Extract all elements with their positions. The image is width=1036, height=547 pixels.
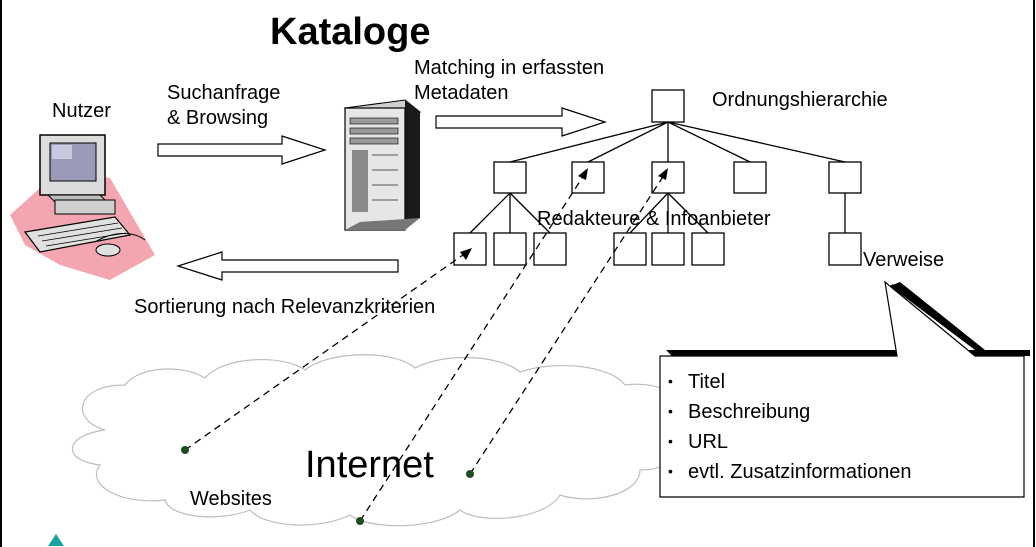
callout-item-titel: Titel	[668, 367, 911, 397]
leaf-node	[613, 232, 647, 266]
matching-label-line1: Matching in erfassten	[414, 57, 605, 79]
leaf-node	[651, 232, 685, 266]
query-label-line2: & Browsing	[167, 107, 269, 129]
query-label-line1: Suchanfrage	[167, 82, 281, 104]
hierarchy-label: Ordnungshierarchie	[712, 89, 888, 111]
arrow-results-to-user	[176, 251, 399, 281]
website-dot	[181, 446, 189, 454]
website-dot	[356, 517, 364, 525]
website-links	[184, 171, 667, 522]
page-title: Kataloge	[270, 11, 431, 53]
callout-list: Titel Beschreibung URL evtl. Zusatzinfor…	[668, 367, 911, 487]
link-arrowheads	[460, 168, 668, 260]
node	[733, 161, 767, 194]
leaf-node	[493, 232, 527, 266]
leaf-node	[691, 232, 725, 266]
callout-item-beschreibung: Beschreibung	[668, 397, 911, 427]
node	[828, 161, 862, 194]
internet-label: Internet	[305, 444, 434, 486]
callout-item-zusatzinformationen: evtl. Zusatzinformationen	[668, 457, 911, 487]
node	[651, 161, 685, 194]
leaf-node	[533, 232, 567, 266]
internet-cloud	[71, 354, 685, 527]
references-label: Verweise	[863, 249, 945, 271]
root-node	[651, 89, 685, 123]
hierarchy-edges	[469, 121, 846, 234]
websites-label: Websites	[190, 488, 272, 510]
server-tower-icon	[343, 99, 422, 231]
leaf-node	[828, 232, 862, 266]
computer-user-icon	[10, 134, 155, 280]
corner-triangle-icon	[48, 534, 64, 546]
website-dots	[181, 446, 474, 525]
node	[493, 161, 527, 194]
arrow-server-to-hierarchy	[435, 107, 607, 137]
editors-label: Redakteure & Infoanbieter	[537, 208, 771, 230]
arrow-query-to-server	[157, 135, 327, 165]
user-label: Nutzer	[52, 100, 111, 122]
hierarchy-nodes	[453, 89, 862, 266]
callout-item-url: URL	[668, 427, 911, 457]
leaf-node	[453, 232, 487, 266]
node	[571, 161, 605, 194]
website-dot	[466, 470, 474, 478]
matching-label-line2: Metadaten	[414, 82, 509, 104]
sorting-label: Sortierung nach Relevanzkriterien	[134, 296, 436, 318]
